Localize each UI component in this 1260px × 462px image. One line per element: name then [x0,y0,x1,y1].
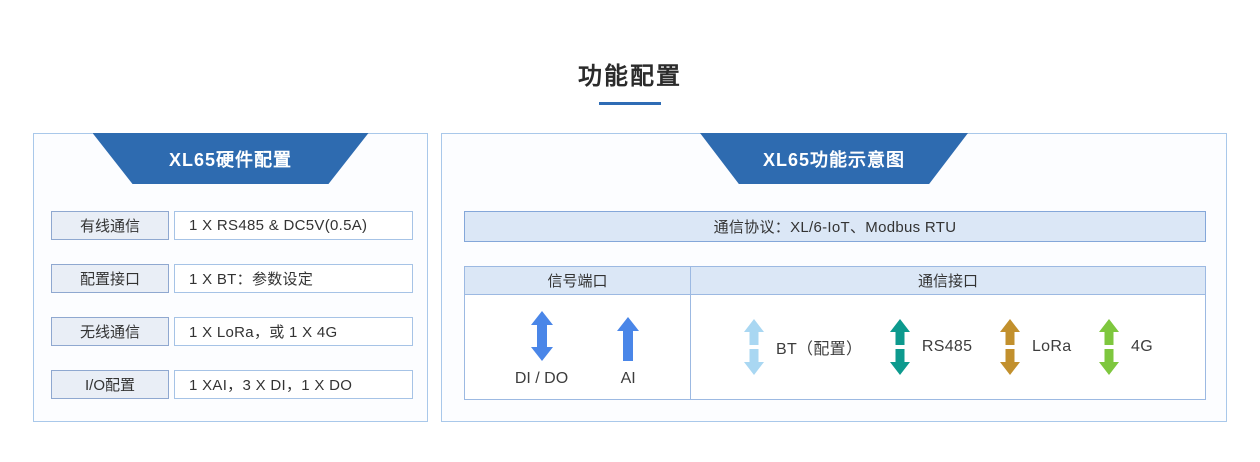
hardware-config-header-label: XL65硬件配置 [168,149,293,170]
list-item-ai: AI [616,317,640,388]
split-double-arrow-icon [1098,319,1120,375]
list-item-rs485: RS485 [889,319,972,375]
page-title-block: 功能配置 [0,56,1260,105]
comm-interface-label: BT（配置） [776,341,863,358]
row-value-wireless-comm: 1 X LoRa，或 1 X 4G [174,317,413,346]
row-value-wired-comm: 1 X RS485 & DC5V(0.5A) [174,211,413,240]
row-label-config-interface: 配置接口 [51,264,169,293]
hardware-config-panel: XL65硬件配置 有线通信 1 X RS485 & DC5V(0.5A) 配置接… [33,133,428,422]
list-item-lora: LoRa [999,319,1071,375]
protocol-bar: 通信协议：XL/6-IoT、Modbus RTU [464,211,1206,242]
function-diagram-panel: XL65功能示意图 通信协议：XL/6-IoT、Modbus RTU 信号端口 … [441,133,1227,422]
double-arrow-icon [530,311,554,361]
function-table: 信号端口 通信接口 DI / DO [464,266,1206,400]
table-row: I/O配置 1 XAI，3 X DI，1 X DO [51,370,413,399]
function-table-body: DI / DO AI [465,295,1205,399]
row-label-io-config: I/O配置 [51,370,169,399]
list-item-bt: BT（配置） [743,319,862,375]
split-double-arrow-icon [889,319,911,375]
hardware-rows: 有线通信 1 X RS485 & DC5V(0.5A) 配置接口 1 X BT：… [51,211,413,399]
hardware-config-header: XL65硬件配置 [92,133,369,184]
protocol-bar-label: 通信协议：XL/6-IoT、Modbus RTU [713,219,957,236]
comm-interface-label: 4G [1131,338,1153,355]
table-row: 有线通信 1 X RS485 & DC5V(0.5A) [51,211,413,240]
signal-ports-cell: DI / DO AI [465,295,691,399]
signal-port-label: AI [620,370,636,387]
panels-container: XL65硬件配置 有线通信 1 X RS485 & DC5V(0.5A) 配置接… [33,133,1227,422]
page-title: 功能配置 [578,63,682,90]
table-row: 配置接口 1 X BT：参数设定 [51,264,413,293]
comm-interface-label: RS485 [921,338,973,355]
function-table-header: 信号端口 通信接口 [465,267,1205,295]
signal-port-label: DI / DO [514,370,569,387]
list-item-4g: 4G [1098,319,1153,375]
comm-interfaces-cell: BT（配置） RS485 [691,295,1205,399]
function-diagram-header: XL65功能示意图 [700,133,968,184]
row-label-wired-comm: 有线通信 [51,211,169,240]
table-row: 无线通信 1 X LoRa，或 1 X 4G [51,317,413,346]
up-arrow-icon [616,317,640,361]
function-diagram-header-label: XL65功能示意图 [762,149,906,170]
row-label-wireless-comm: 无线通信 [51,317,169,346]
signal-ports-column-header: 信号端口 [465,267,691,294]
split-double-arrow-icon [999,319,1021,375]
list-item-di-do: DI / DO [515,311,568,388]
row-value-config-interface: 1 X BT：参数设定 [174,264,413,293]
title-underline [599,102,661,105]
split-double-arrow-icon [743,319,765,375]
row-value-io-config: 1 XAI，3 X DI，1 X DO [174,370,413,399]
comm-interface-label: LoRa [1031,338,1072,355]
comm-interfaces-column-header: 通信接口 [917,273,978,290]
